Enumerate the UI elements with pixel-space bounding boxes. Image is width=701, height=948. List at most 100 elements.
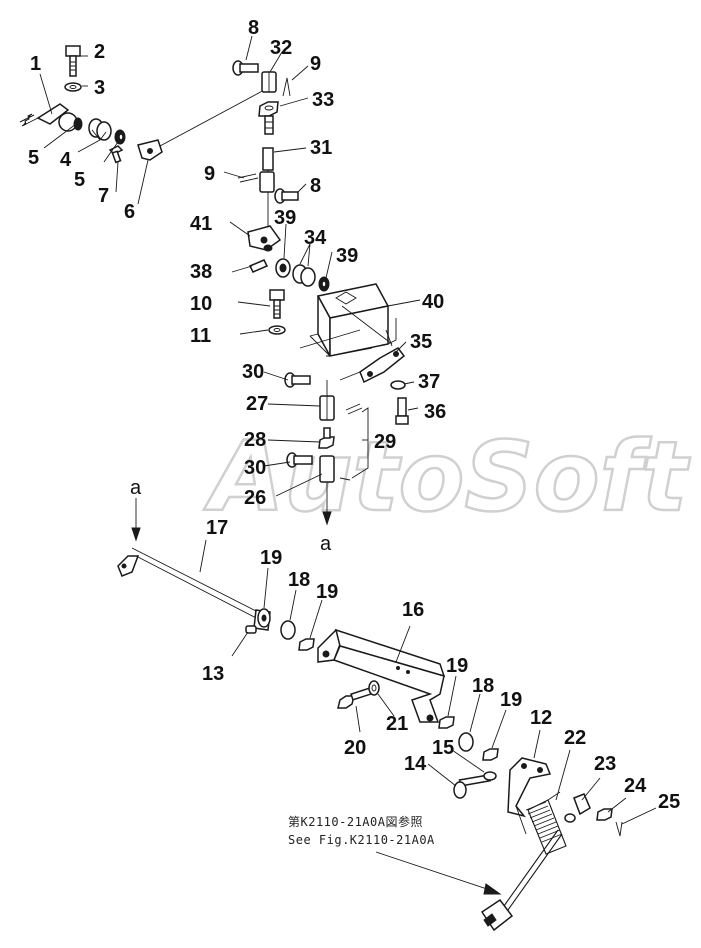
- callout-16: 16: [402, 599, 424, 621]
- callout-8-mid: 8: [310, 175, 321, 197]
- callout-6: 6: [124, 201, 135, 223]
- part-lever-12: [507, 757, 552, 835]
- callout-22: 22: [564, 727, 586, 749]
- reference-note-jp: 第K2110-21A0A図参照: [288, 814, 423, 829]
- callout-12: 12: [530, 707, 552, 729]
- part-washer-15: [483, 771, 497, 781]
- callout-5-left: 5: [28, 147, 39, 169]
- part-bolt-2: [65, 45, 81, 77]
- callout-19-c: 19: [446, 655, 468, 677]
- part-lever-35: [339, 347, 406, 384]
- callout-5-right: 5: [74, 169, 85, 191]
- part-lever-41: [247, 225, 282, 252]
- callout-17: 17: [206, 517, 228, 539]
- part-nut-19-right2: [482, 748, 499, 761]
- callout-26: 26: [244, 487, 266, 509]
- part-bolt-10: [269, 289, 285, 319]
- part-lever-6: [137, 87, 269, 161]
- part-bushings-4-5: [73, 117, 126, 145]
- part-bushing-18-left: [280, 620, 296, 640]
- callout-3: 3: [94, 77, 105, 99]
- callout-39-top: 39: [274, 207, 296, 229]
- callout-41: 41: [190, 213, 212, 235]
- part-spring-22: [525, 791, 567, 855]
- callout-30-bottom: 30: [244, 457, 266, 479]
- part-cotter-29: [345, 403, 369, 479]
- callout-4: 4: [60, 149, 72, 171]
- part-pin-14: [453, 773, 491, 799]
- part-lever-1: [19, 103, 78, 132]
- reference-note-en: See Fig.K2110-21A0A: [288, 833, 435, 847]
- callout-8-top: 8: [248, 17, 259, 39]
- callout-7: 7: [98, 185, 109, 207]
- part-clevis-27: [319, 380, 335, 421]
- callout-21: 21: [386, 713, 408, 735]
- callout-20: 20: [344, 737, 366, 759]
- letter-a-mid: a: [320, 533, 332, 555]
- callout-34: 34: [304, 227, 327, 249]
- callout-19-d: 19: [500, 689, 522, 711]
- part-nut-19-right1: [438, 716, 455, 729]
- callout-36: 36: [424, 401, 446, 423]
- part-bushings-34-39: [275, 258, 330, 292]
- callout-10: 10: [190, 293, 212, 315]
- callout-9-top: 9: [310, 53, 321, 75]
- part-yoke-23: [564, 793, 591, 823]
- leader-lines: [39, 35, 657, 825]
- part-pin-7: [108, 145, 124, 164]
- part-washer-37: [390, 380, 406, 390]
- callout-27: 27: [246, 393, 268, 415]
- part-bolt-36: [395, 397, 409, 425]
- callout-39-right: 39: [336, 245, 358, 267]
- callout-28: 28: [244, 429, 266, 451]
- part-nut-33: [258, 101, 279, 117]
- callout-25: 25: [658, 791, 680, 813]
- callout-18-left: 18: [288, 569, 310, 591]
- arrow-a-top: [131, 498, 141, 542]
- callout-14: 14: [404, 753, 427, 775]
- part-pin-38: [248, 259, 269, 273]
- callout-2: 2: [94, 41, 105, 63]
- part-washer-21: [368, 680, 380, 696]
- part-pin-8-top: [232, 60, 259, 76]
- part-cable: [480, 829, 563, 932]
- arrow-see-fig: [375, 851, 502, 895]
- part-washer-3: [64, 82, 82, 92]
- callout-11: 11: [190, 325, 211, 347]
- callout-29: 29: [374, 431, 396, 453]
- part-rod-31: [259, 115, 275, 230]
- callout-31: 31: [310, 137, 332, 159]
- part-bracket-16: [317, 628, 446, 723]
- part-pin-13: [245, 625, 257, 634]
- part-washer-11: [268, 325, 286, 335]
- letter-a-top: a: [130, 477, 142, 499]
- part-clevis-32: [261, 71, 277, 93]
- callout-19-b: 19: [316, 581, 338, 603]
- callout-30-top: 30: [242, 361, 264, 383]
- callout-9-mid: 9: [204, 163, 215, 185]
- callout-1: 1: [30, 53, 41, 75]
- part-bushing-18-right: [458, 732, 474, 752]
- part-actuator-40: [299, 283, 397, 357]
- part-nut-28: [318, 427, 335, 449]
- callout-18-right: 18: [472, 675, 494, 697]
- part-shaft-17: [117, 547, 271, 631]
- part-cotter-9-top: [282, 77, 291, 97]
- part-pin-30-top: [284, 372, 311, 388]
- callout-38: 38: [190, 261, 212, 283]
- part-pin-30-bottom: [286, 452, 313, 468]
- part-clevis-26: [319, 455, 351, 500]
- callout-13: 13: [202, 663, 224, 685]
- callout-24: 24: [624, 775, 647, 797]
- callout-33: 33: [312, 89, 334, 111]
- callout-35: 35: [410, 331, 432, 353]
- callout-15: 15: [432, 737, 454, 759]
- part-cotter-9-mid: [237, 173, 259, 183]
- part-collar-19-left: [257, 608, 271, 628]
- arrow-a-mid: [322, 500, 332, 526]
- part-bolt-20: [337, 686, 375, 709]
- watermark: AutoSoft: [203, 421, 690, 533]
- callout-32: 32: [270, 37, 292, 59]
- callout-37: 37: [418, 371, 440, 393]
